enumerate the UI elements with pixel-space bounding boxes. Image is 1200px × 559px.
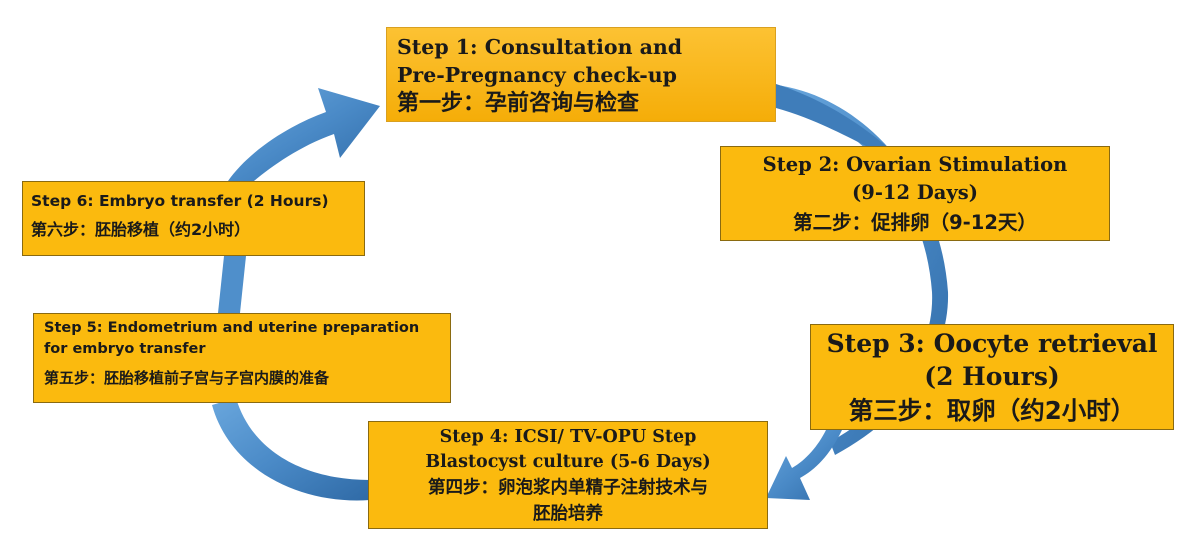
step-6-en-line-1: Step 6: Embryo transfer (2 Hours) [31, 192, 329, 210]
step-6-box: Step 6: Embryo transfer (2 Hours) 第六步：胚胎… [22, 181, 365, 256]
cycle-arrow-to-step4 [766, 430, 842, 500]
step-1-en-line-2: Pre-Pregnancy check-up [397, 63, 678, 87]
step-1-box: Step 1: Consultation and Pre-Pregnancy c… [386, 27, 776, 122]
step-1-zh-line-1: 第一步：孕前咨询与检查 [397, 91, 640, 116]
cycle-ring-band-left [218, 256, 246, 313]
cycle-arrow-to-step1 [228, 88, 380, 181]
cycle-ring-band-top-right [776, 84, 886, 146]
step-6-zh-line-1: 第六步：胚胎移植（约2小时） [31, 220, 251, 239]
step-1-en-line-1: Step 1: Consultation and [397, 35, 683, 59]
step-3-en-line-1: Step 3: Oocyte retrieval [826, 329, 1158, 358]
step-3-box: Step 3: Oocyte retrieval (2 Hours) 第三步：取… [810, 324, 1174, 430]
step-2-en-line-2: (9-12 Days) [852, 181, 978, 204]
step-5-en-line-1: Step 5: Endometrium and uterine preparat… [44, 320, 420, 336]
step-2-zh-line-1: 第二步：促排卵（9-12天） [793, 211, 1037, 234]
step-5-en-line-2: for embryo transfer [44, 341, 206, 357]
step-2-box: Step 2: Ovarian Stimulation (9-12 Days) … [720, 146, 1110, 241]
step-4-zh-line-2: 胚胎培养 [533, 504, 603, 524]
step-3-en-line-2: (2 Hours) [924, 362, 1060, 391]
step-2-en-line-1: Step 2: Ovarian Stimulation [762, 153, 1068, 176]
step-5-box: Step 5: Endometrium and uterine preparat… [33, 313, 451, 403]
step-3-zh-line-1: 第三步：取卵（约2小时） [848, 396, 1136, 425]
step-4-box: Step 4: ICSI/ TV-OPU Step Blastocyst cul… [368, 421, 768, 529]
step-4-en-line-1: Step 4: ICSI/ TV-OPU Step [439, 427, 697, 447]
step-4-zh-line-1: 第四步：卵泡浆内单精子注射技术与 [428, 478, 708, 498]
cycle-ring-band-bottom-left [212, 398, 370, 501]
step-4-en-line-2: Blastocyst culture (5-6 Days) [425, 452, 711, 472]
step-5-zh-line-1: 第五步：胚胎移植前子宫与子宫内膜的准备 [44, 369, 330, 387]
